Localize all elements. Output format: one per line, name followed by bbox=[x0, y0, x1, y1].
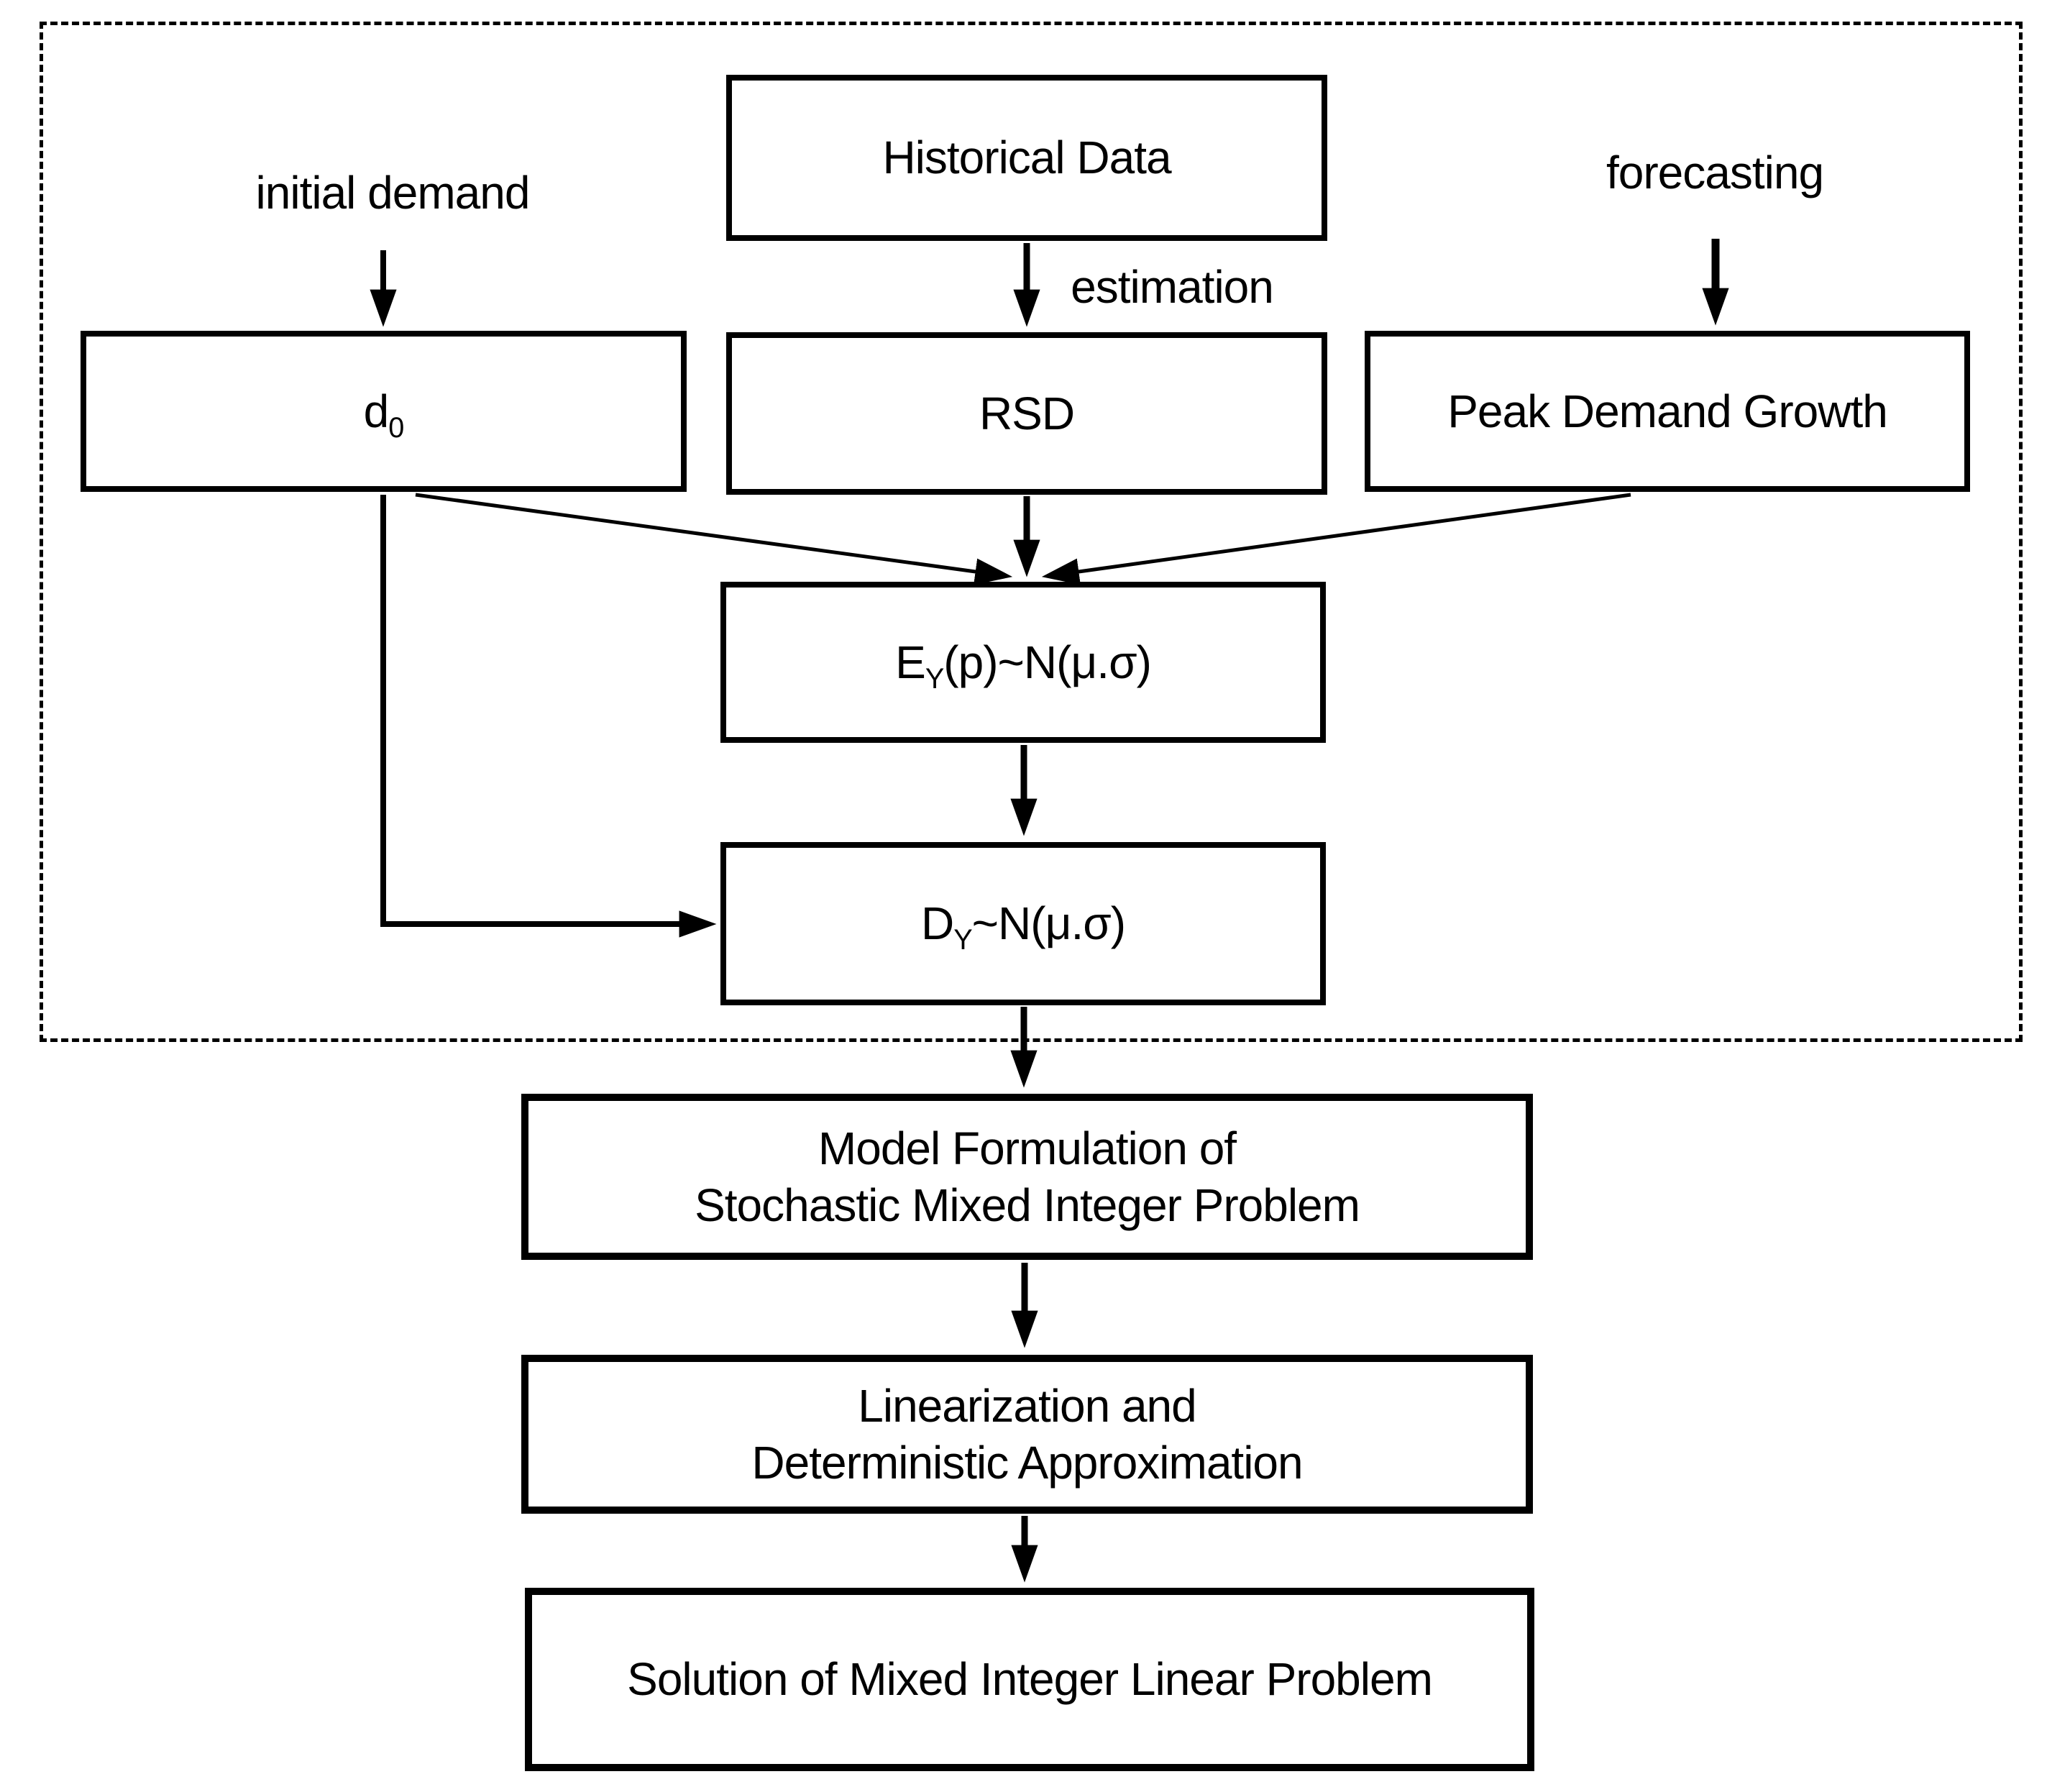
historical-data-box: Historical Data bbox=[726, 75, 1327, 241]
linearization-line2: Deterministic Approximation bbox=[751, 1436, 1303, 1489]
demand-modeling-dashed-region bbox=[40, 22, 2023, 1042]
expected-peak-formula: EY(p)~N(μ.σ) bbox=[895, 636, 1152, 695]
linearization-line1: Linearization and bbox=[858, 1380, 1196, 1432]
model-formulation-line2: Stochastic Mixed Integer Problem bbox=[695, 1179, 1360, 1231]
yearly-demand-formula: DY~N(μ.σ) bbox=[920, 897, 1126, 956]
yearly-demand-distribution-box: DY~N(μ.σ) bbox=[720, 842, 1326, 1005]
historical-data-text: Historical Data bbox=[882, 132, 1171, 184]
peak-demand-growth-box: Peak Demand Growth bbox=[1365, 331, 1970, 492]
model-formulation-box: Model Formulation of Stochastic Mixed In… bbox=[521, 1094, 1533, 1260]
d0-text: d0 bbox=[363, 385, 405, 444]
solution-text: Solution of Mixed Integer Linear Problem bbox=[627, 1653, 1433, 1706]
model-formulation-line1: Model Formulation of bbox=[818, 1123, 1237, 1175]
estimation-label: estimation bbox=[1071, 261, 1274, 313]
d0-box: d0 bbox=[81, 331, 687, 492]
rsd-box: RSD bbox=[726, 332, 1327, 495]
rsd-text: RSD bbox=[979, 387, 1075, 439]
linearization-box: Linearization and Deterministic Approxim… bbox=[521, 1355, 1533, 1514]
initial-demand-label: initial demand bbox=[255, 167, 531, 219]
peak-demand-growth-text: Peak Demand Growth bbox=[1447, 385, 1888, 437]
solution-box: Solution of Mixed Integer Linear Problem bbox=[525, 1588, 1534, 1771]
expected-peak-distribution-box: EY(p)~N(μ.σ) bbox=[720, 582, 1326, 743]
forecasting-label: forecasting bbox=[1606, 147, 1824, 198]
